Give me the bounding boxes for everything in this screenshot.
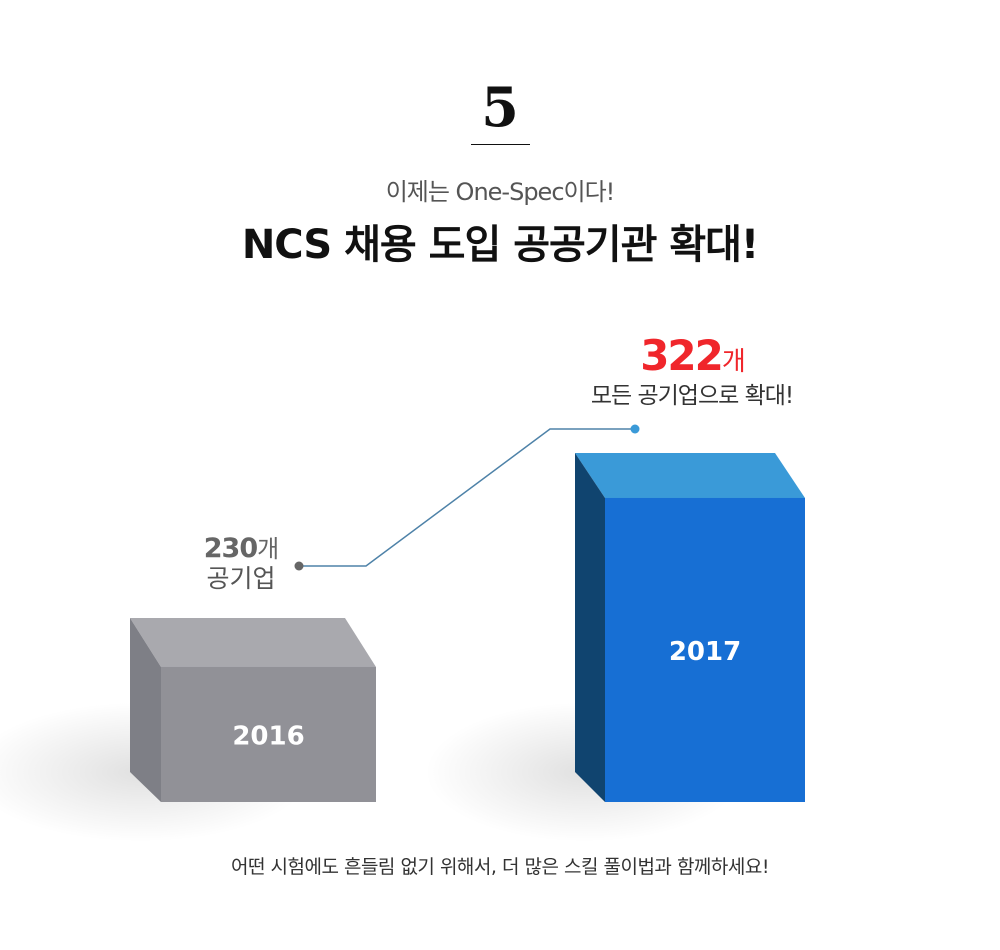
- footer-text: 어떤 시험에도 흔들림 없기 위해서, 더 많은 스킬 풀이법과 함께하세요!: [231, 856, 769, 878]
- bar-side-2016: [130, 617, 161, 802]
- dot-2016: [294, 561, 304, 571]
- bar-top-2017: [575, 452, 805, 498]
- bar-2016: [161, 666, 376, 802]
- page-title: NCS 채용 도입 공공기관 확대!: [241, 222, 759, 268]
- bar-side-2017: [575, 452, 605, 802]
- dot-2017: [630, 424, 640, 434]
- bar-label: 2017: [669, 637, 741, 667]
- connector-line: [299, 428, 635, 567]
- caption-2017: 모든 공기업으로 확대!: [591, 383, 793, 409]
- bar-2017: [605, 497, 805, 802]
- number-underline: [471, 144, 530, 145]
- section-number: 5: [481, 75, 519, 139]
- value-label-2016: 230개: [204, 533, 278, 564]
- subtitle: 이제는 One-Spec이다!: [385, 178, 616, 206]
- bar-label: 2016: [232, 721, 304, 751]
- caption-2016: 공기업: [206, 564, 275, 593]
- value-label-2017: 322개: [640, 331, 744, 380]
- bar-top-2016: [130, 617, 376, 667]
